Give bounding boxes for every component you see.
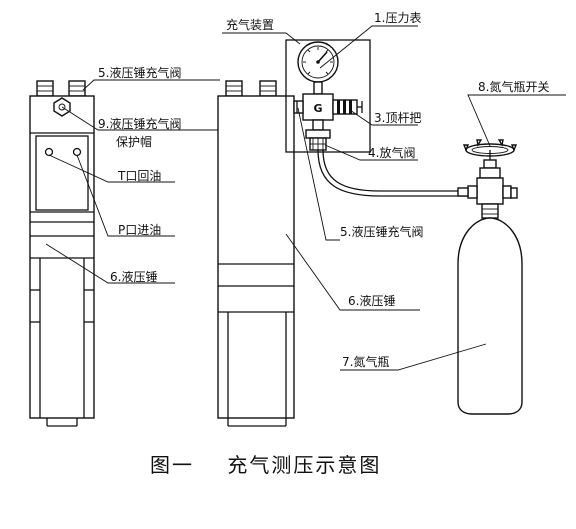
left-hydraulic-hammer <box>29 80 95 427</box>
bottle-handwheel <box>462 139 518 160</box>
label-hammer-left: 6.液压锤 <box>110 269 157 284</box>
right-top-cap-2 <box>259 80 277 97</box>
label-port-t: T口回油 <box>117 169 161 183</box>
nitrogen-bottle <box>457 139 523 415</box>
label-charging-valve-left: 5.液压锤充气阀 <box>98 65 181 80</box>
label-charging-valve-right: 5.液压锤充气阀 <box>340 224 423 239</box>
label-protective-cap-line1: 9.液压锤充气阀 <box>98 116 181 131</box>
gauge-letter-label: G <box>313 102 322 115</box>
label-bleed-valve: 4.放气阀 <box>368 145 415 160</box>
label-pressure-gauge: 1.压力表 <box>374 11 421 25</box>
charging-hose <box>317 149 468 197</box>
bottle-cylinder <box>457 217 523 415</box>
label-ejector-rod: 3.顶杆把 <box>374 111 421 125</box>
charging-device: G <box>285 39 371 153</box>
gauge-needle <box>317 51 328 63</box>
left-hammer-body <box>29 95 95 419</box>
label-charging-device: 充气装置 <box>226 17 274 32</box>
left-top-cap-1 <box>36 80 54 97</box>
figure-caption: 图一 充气测压示意图 <box>150 453 381 477</box>
label-nitrogen-bottle: 7.氮气瓶 <box>342 354 389 369</box>
label-protective-cap-line2: 保护帽 <box>116 134 152 149</box>
right-hammer-body <box>217 95 295 419</box>
left-top-cap-2 <box>68 80 86 97</box>
right-top-cap-1 <box>225 80 243 97</box>
bottle-valve-body <box>476 177 504 205</box>
right-hydraulic-hammer <box>217 80 295 427</box>
label-hammer-right: 6.液压锤 <box>348 293 395 308</box>
label-bottle-switch: 8.氮气瓶开关 <box>478 79 549 94</box>
label-port-p: P口进油 <box>118 223 161 237</box>
right-leader-lines <box>222 25 566 371</box>
labels: 5.液压锤充气阀 9.液压锤充气阀 保护帽 T口回油 P口进油 6.液压锤 充气… <box>98 11 549 369</box>
port-t-hole <box>44 147 54 157</box>
left-leader-lines <box>45 79 220 284</box>
charging-device-frame <box>285 39 371 153</box>
